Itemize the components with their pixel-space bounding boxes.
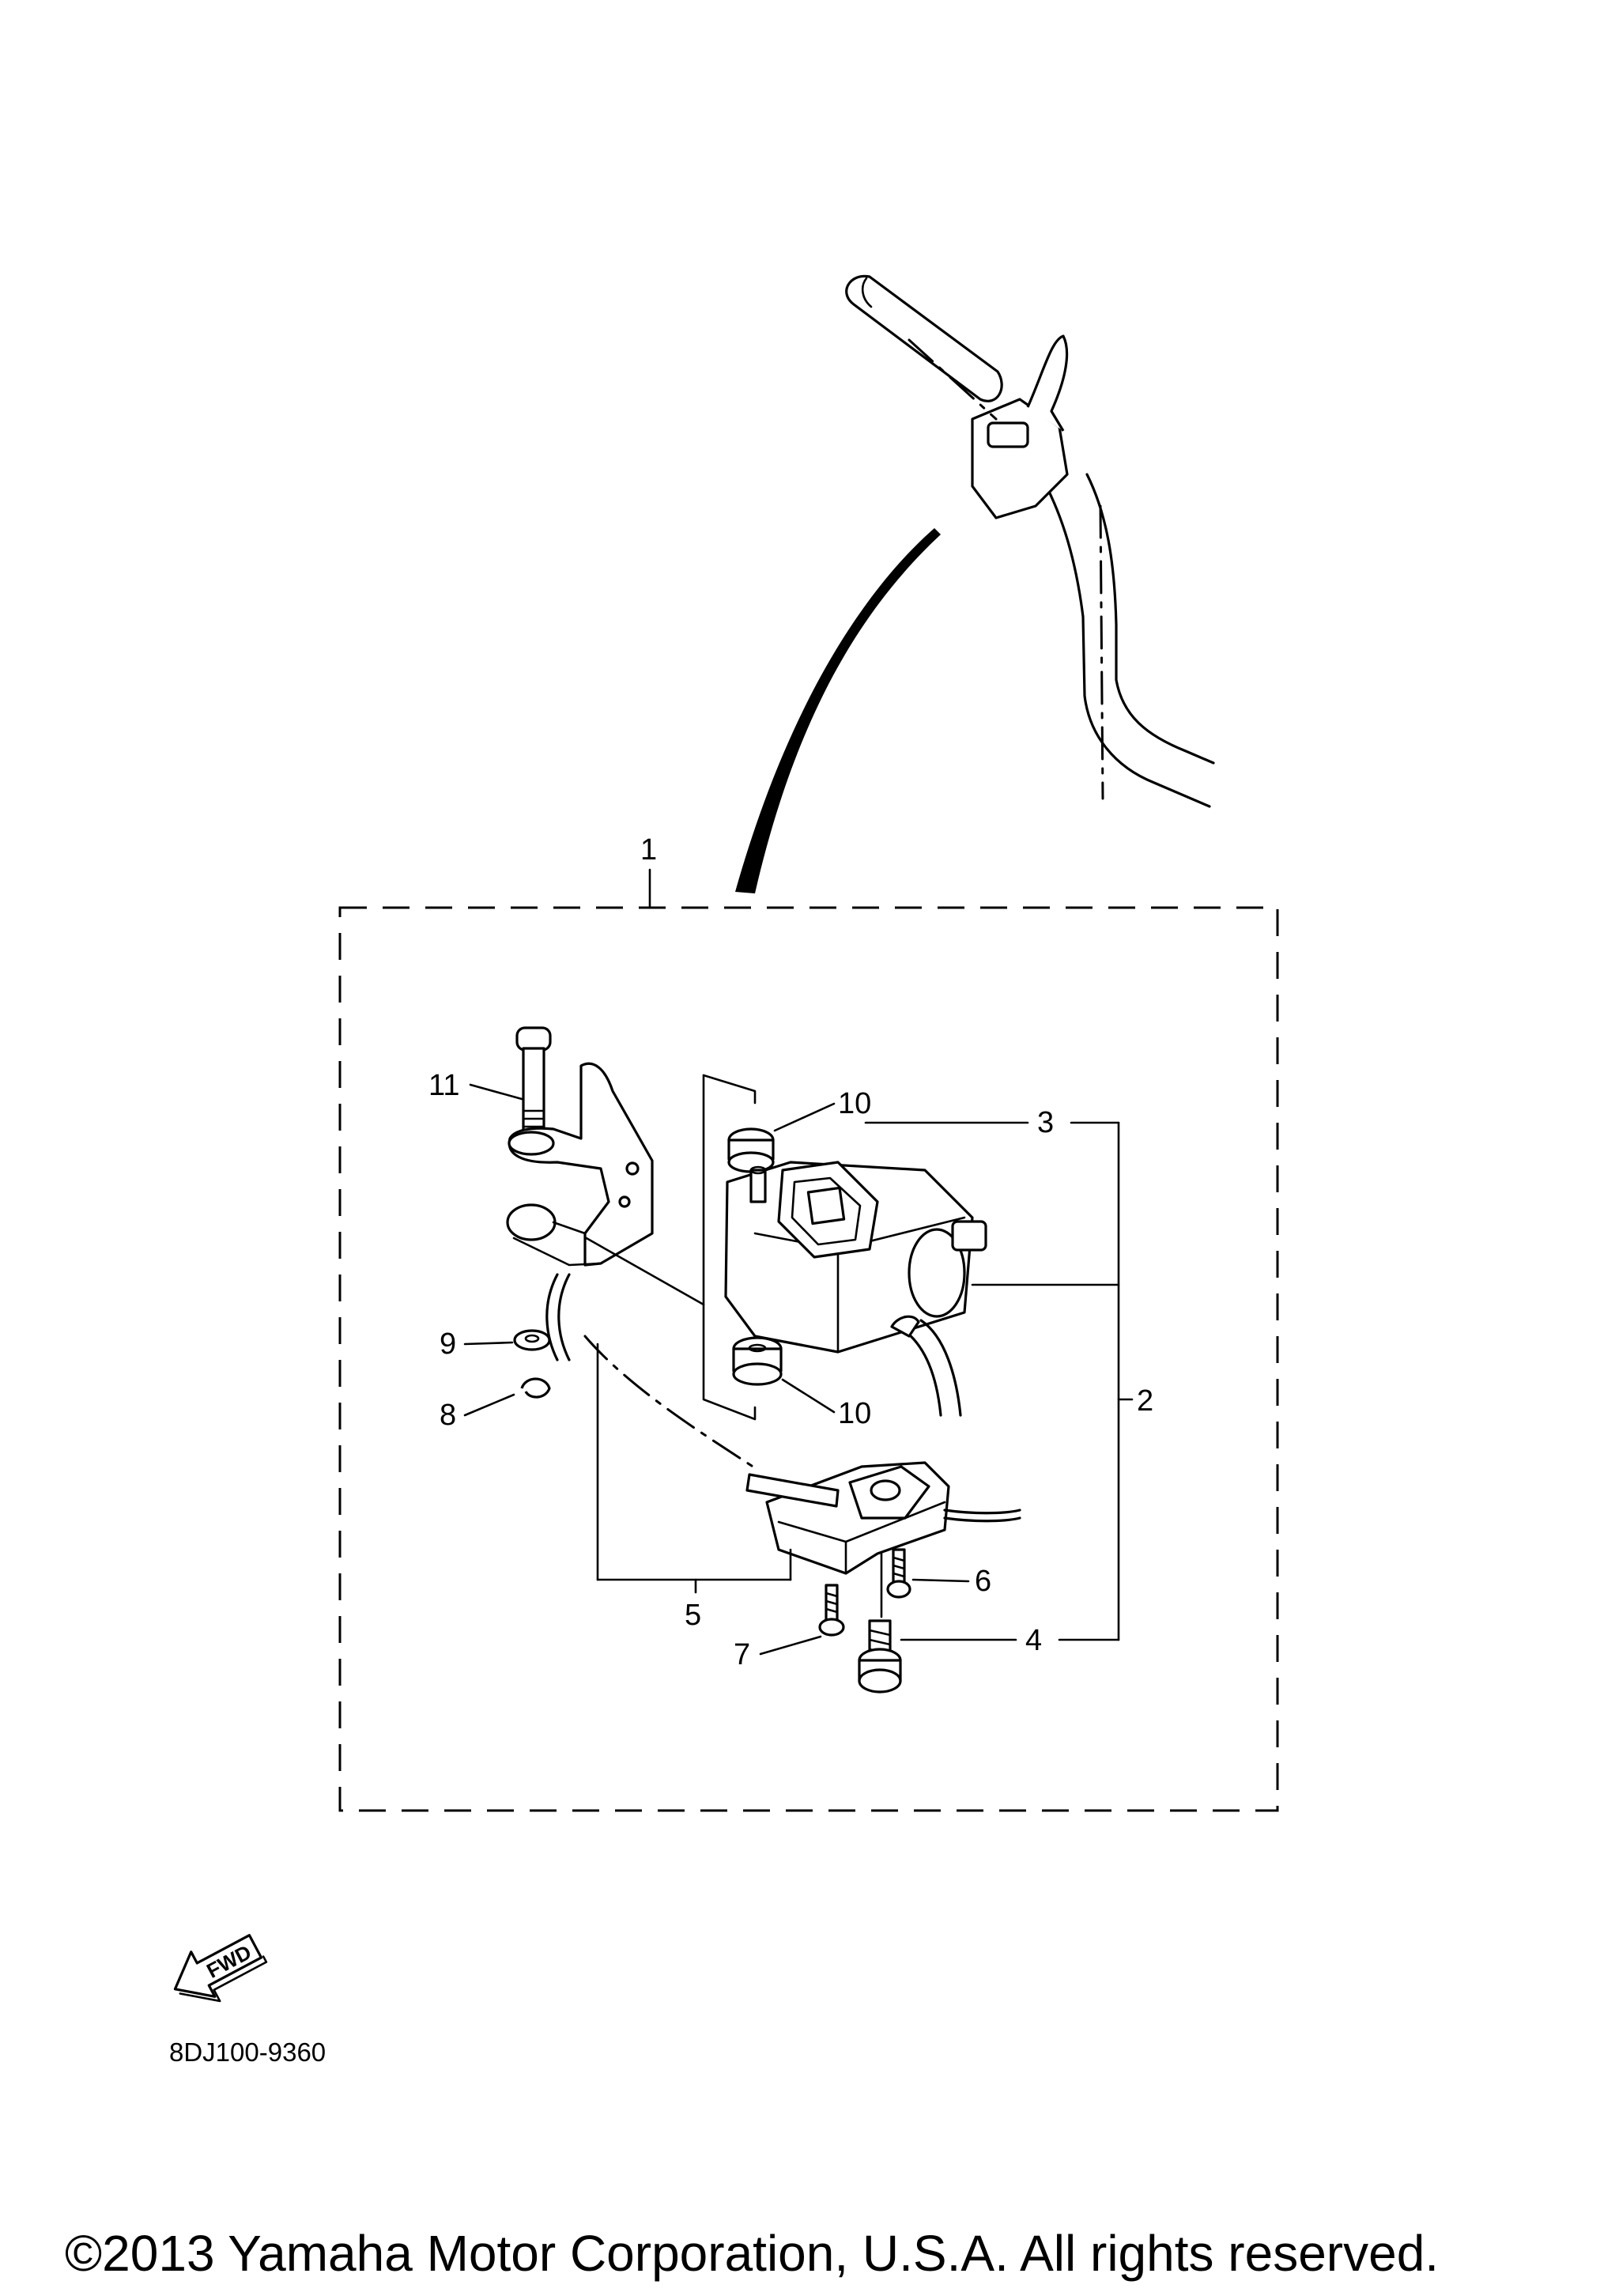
callout-7: 7 <box>734 1638 750 1671</box>
switch-housing <box>724 1161 987 1354</box>
bracket <box>506 1062 654 1267</box>
e-clip-8 <box>520 1377 551 1399</box>
grommet-10-top <box>727 1127 775 1173</box>
bolt-4 <box>858 1619 902 1694</box>
callout-9: 9 <box>440 1327 456 1361</box>
grommet-10-bottom <box>732 1336 783 1386</box>
callout-8: 8 <box>440 1399 456 1432</box>
screw-7 <box>818 1584 845 1637</box>
screw-6 <box>886 1548 911 1599</box>
bracket-wire <box>557 1273 571 1361</box>
bolt-11 <box>515 1026 552 1135</box>
handlebar <box>845 274 1215 808</box>
callout-11: 11 <box>428 1069 459 1102</box>
washer-9 <box>513 1329 551 1351</box>
callout-4: 4 <box>1025 1624 1042 1657</box>
copyright-notice: ©2013 Yamaha Motor Corporation, U.S.A. A… <box>65 2225 1439 2282</box>
callout-2: 2 <box>1137 1384 1153 1418</box>
diagram-code: 8DJ100-9360 <box>169 2037 326 2067</box>
lower-switch <box>745 1461 1021 1575</box>
grip <box>845 274 1003 402</box>
callout-3: 3 <box>1037 1106 1054 1139</box>
callout-10-bottom: 10 <box>838 1397 871 1430</box>
callout-10-top: 10 <box>838 1087 871 1120</box>
callout-1: 1 <box>640 833 657 867</box>
throttle-cable <box>735 528 941 893</box>
callout-5: 5 <box>685 1599 701 1632</box>
callout-6: 6 <box>975 1565 991 1598</box>
assembly-boundary <box>338 906 1279 1812</box>
brake-lever <box>1026 334 1069 432</box>
fwd-arrow-icon: FWD <box>173 1934 268 2003</box>
